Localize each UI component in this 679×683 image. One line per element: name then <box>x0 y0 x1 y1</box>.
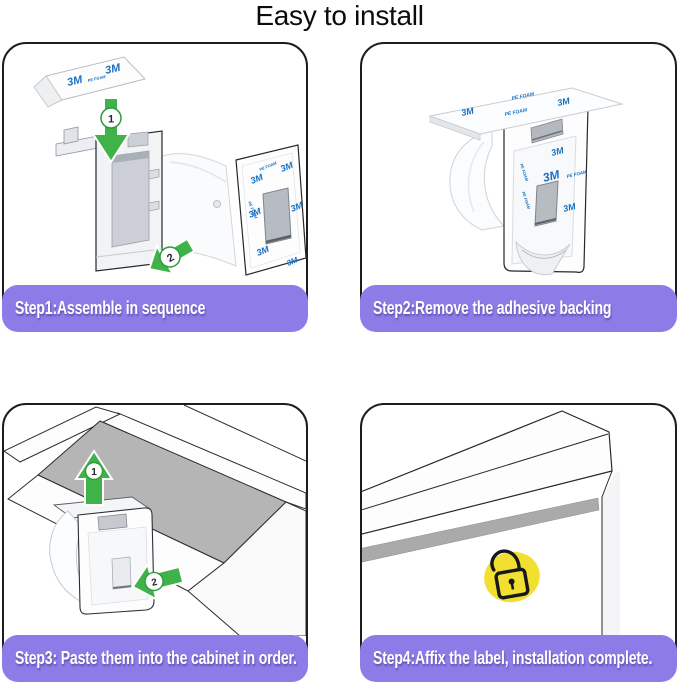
material-text: PE FOAM <box>87 74 107 83</box>
material-text: PE FOAM <box>566 169 587 179</box>
brand-text: 3M <box>249 172 265 186</box>
material-text: PE FOAM <box>511 91 535 102</box>
brand-text: 3M <box>556 95 571 107</box>
label-sticker <box>484 549 540 603</box>
material-text: PE FOAM <box>504 107 528 118</box>
step2-banner: Step2:Remove the adhesive backing <box>360 285 677 332</box>
page-title: Easy to install <box>255 0 424 31</box>
marker-2: 2 <box>150 577 158 589</box>
step4-label: Step4:Affix the label, installation comp… <box>373 648 653 668</box>
lock-base-frame <box>55 126 163 272</box>
marker-1: 1 <box>108 114 114 126</box>
cabinet-corner <box>362 410 620 636</box>
lock-spring-arm <box>449 129 506 231</box>
material-text: PE FOAM <box>259 160 278 172</box>
top-adhesive-plate: 3M PE FOAM PE FOAM 3M <box>428 87 624 141</box>
material-text: PE FOAM <box>521 191 532 211</box>
step2-label: Step2:Remove the adhesive backing <box>373 298 612 318</box>
step4-illustration <box>362 405 675 636</box>
brand-text: 3M <box>460 105 475 117</box>
step2-panel: 3M 3M PE FOAM 3M PE FOAM PE FOAM 3M PE F… <box>360 42 677 332</box>
step3-panel: 1 2 Step3: Paste them into the cabinet i… <box>2 403 308 682</box>
step3-illustration: 1 2 <box>4 405 306 636</box>
step1-banner: Step1:Assemble in sequence <box>2 285 308 332</box>
arrow-up-icon: 1 <box>74 449 114 506</box>
brand-text: 3M <box>255 244 271 258</box>
step4-banner: Step4:Affix the label, installation comp… <box>360 635 677 682</box>
step3-drawing: 1 2 <box>4 405 306 636</box>
adhesive-pad: 3M 3M PE FOAM 3M 3M PE FOAM 3M 3M <box>235 144 306 276</box>
brand-text: 3M <box>285 255 299 268</box>
step3-label: Step3: Paste them into the cabinet in or… <box>15 648 297 668</box>
brand-text: 3M <box>247 206 263 220</box>
material-text: PE FOAM <box>247 201 259 220</box>
material-text: PE FOAM <box>519 163 530 183</box>
step2-drawing: 3M 3M PE FOAM 3M PE FOAM PE FOAM 3M PE F… <box>428 87 624 276</box>
step3-banner: Step3: Paste them into the cabinet in or… <box>2 635 308 682</box>
brand-text: 3M <box>550 145 565 158</box>
step1-illustration: 3M 3M PE FOAM 3M 3M PE FOAM 3M 3M <box>4 44 306 286</box>
brand-text: 3M <box>104 62 122 77</box>
brand-text: 3M <box>279 160 295 174</box>
step2-illustration: 3M 3M PE FOAM 3M PE FOAM PE FOAM 3M PE F… <box>362 44 675 286</box>
step4-panel: Step4:Affix the label, installation comp… <box>360 403 677 682</box>
step4-drawing <box>362 410 620 636</box>
brand-text: 3M <box>289 200 305 214</box>
arrow-left-icon: 2 <box>131 562 185 602</box>
brand-text: 3M <box>562 201 577 214</box>
step1-panel: 3M 3M PE FOAM 3M 3M PE FOAM 3M 3M <box>2 42 308 332</box>
brand-text: 3M <box>66 74 84 89</box>
cabinet-drawer <box>4 405 306 636</box>
marker-1: 1 <box>91 467 97 478</box>
arrow-down-icon: 1 <box>91 97 131 164</box>
brand-text: 3M <box>541 167 562 185</box>
step1-drawing: 3M 3M PE FOAM 3M 3M PE FOAM 3M 3M <box>33 56 306 276</box>
padlock-icon <box>490 549 530 600</box>
adhesive-sheet: 3M 3M PE FOAM <box>33 56 146 108</box>
installed-lock <box>49 496 155 615</box>
step1-label: Step1:Assemble in sequence <box>15 298 206 318</box>
arrow-left-icon: 2 <box>147 237 196 276</box>
marker-2: 2 <box>165 252 176 265</box>
adhesive-pad-peeling: 3M 3M PE FOAM 3M PE FOAM PE FOAM <box>511 135 587 276</box>
